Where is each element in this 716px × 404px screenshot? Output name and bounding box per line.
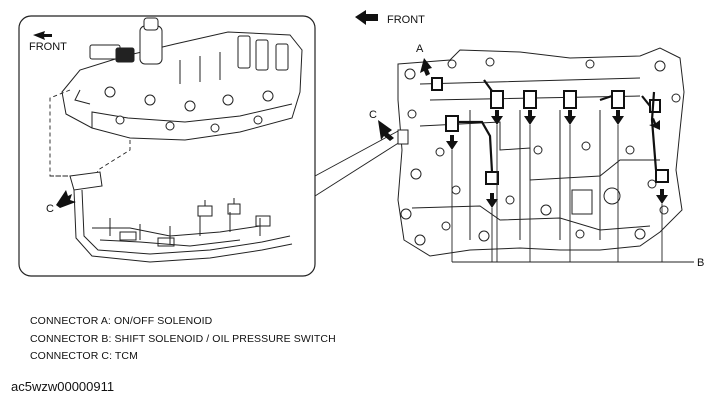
main-wiring-harness	[458, 79, 658, 173]
solenoid-connectors	[431, 77, 669, 208]
inset-connector-c-arrow-icon	[56, 190, 76, 208]
connector-b-7	[655, 169, 669, 204]
connector-a-arrow-icon	[420, 58, 432, 76]
connector-b-2	[523, 90, 537, 125]
connector-b-3	[563, 90, 577, 125]
connector-b-5	[445, 115, 459, 150]
connector-c-arrow-icon	[378, 120, 394, 141]
connector-b-1	[490, 90, 504, 125]
callout-b: B	[697, 257, 704, 269]
wiring-harness-illustration	[69, 171, 293, 263]
top-front-arrow-icon	[355, 10, 378, 25]
connector-legend: CONNECTOR A: ON/OFF SOLENOID CONNECTOR B…	[30, 313, 336, 366]
connector-b-4	[611, 90, 625, 125]
legend-line-connector-b: CONNECTOR B: SHIFT SOLENOID / OIL PRESSU…	[30, 332, 336, 345]
legend-line-connector-a: CONNECTOR A: ON/OFF SOLENOID	[30, 315, 213, 327]
callout-c-main: C	[369, 109, 377, 121]
callout-a: A	[416, 43, 424, 55]
inset-valve-body-panel: FRONT	[18, 15, 316, 277]
valve-body-illustration	[61, 17, 303, 141]
inset-callout-c: C	[46, 203, 54, 215]
legend-line-connector-c: CONNECTOR C: TCM	[30, 350, 138, 362]
connector-b-leader-lines	[451, 125, 694, 263]
zoom-lines	[314, 129, 401, 197]
mounting-holes	[400, 57, 681, 246]
top-front-label: FRONT	[387, 14, 425, 26]
image-id-label: ac5wzw00000911	[11, 379, 115, 394]
inset-front-label: FRONT	[29, 41, 67, 53]
connector-a	[431, 77, 443, 91]
inset-front-arrow-icon	[33, 31, 52, 40]
valve-body-connector-diagram: FRONT	[18, 10, 704, 277]
